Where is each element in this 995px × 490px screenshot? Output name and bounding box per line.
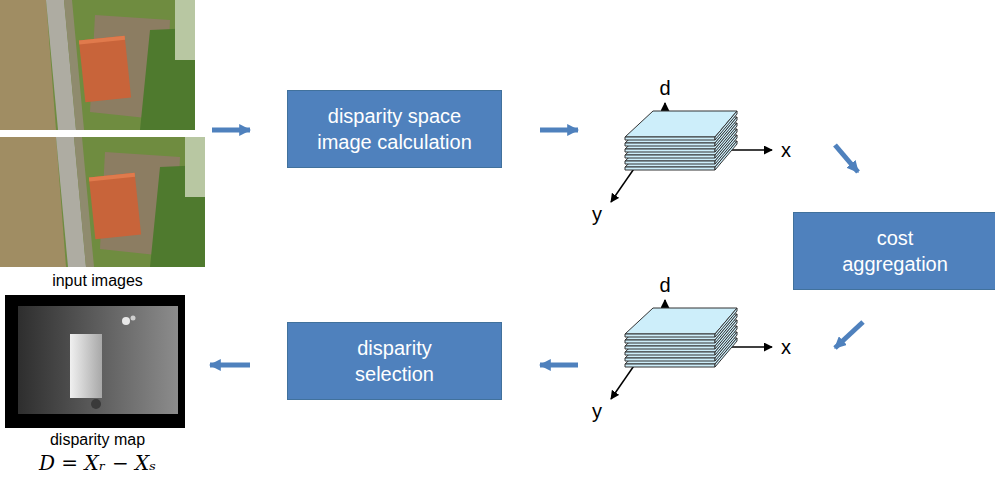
flow-arrow [212, 128, 250, 133]
disparity-map: disparity mapD = Xᵣ − Xₛ [0, 292, 195, 490]
flow-arrow [835, 322, 863, 348]
input-photo [0, 0, 195, 130]
axis-label: x [777, 139, 795, 161]
flow-arrow [540, 128, 578, 133]
axis-label: y [588, 203, 606, 225]
input-images: input images [0, 0, 195, 292]
axis-label: x [777, 336, 795, 358]
box-label: disparity space image calculation [306, 103, 483, 155]
cost-volume: d x y [585, 75, 800, 225]
flow-arrow [835, 145, 858, 172]
cost-volume: d x y [585, 272, 800, 422]
input-photo [0, 137, 205, 267]
axis-label: y [588, 400, 606, 422]
axis-label: d [656, 274, 674, 296]
cost-volume [611, 300, 772, 399]
process-box: disparity selection [287, 322, 502, 400]
box-label: cost aggregation [834, 225, 956, 277]
flow-arrow [540, 363, 578, 368]
caption-label: disparity map [0, 430, 195, 450]
caption-label: D = Xᵣ − Xₛ [0, 450, 195, 476]
flow-arrow [210, 363, 250, 368]
caption-label: input images [0, 271, 195, 291]
process-box: cost aggregation [793, 212, 995, 290]
cost-volume [611, 103, 772, 202]
axis-label: d [656, 77, 674, 99]
process-box: disparity space image calculation [287, 90, 502, 168]
box-label: disparity selection [318, 335, 471, 387]
disparity-map-image [5, 295, 185, 428]
